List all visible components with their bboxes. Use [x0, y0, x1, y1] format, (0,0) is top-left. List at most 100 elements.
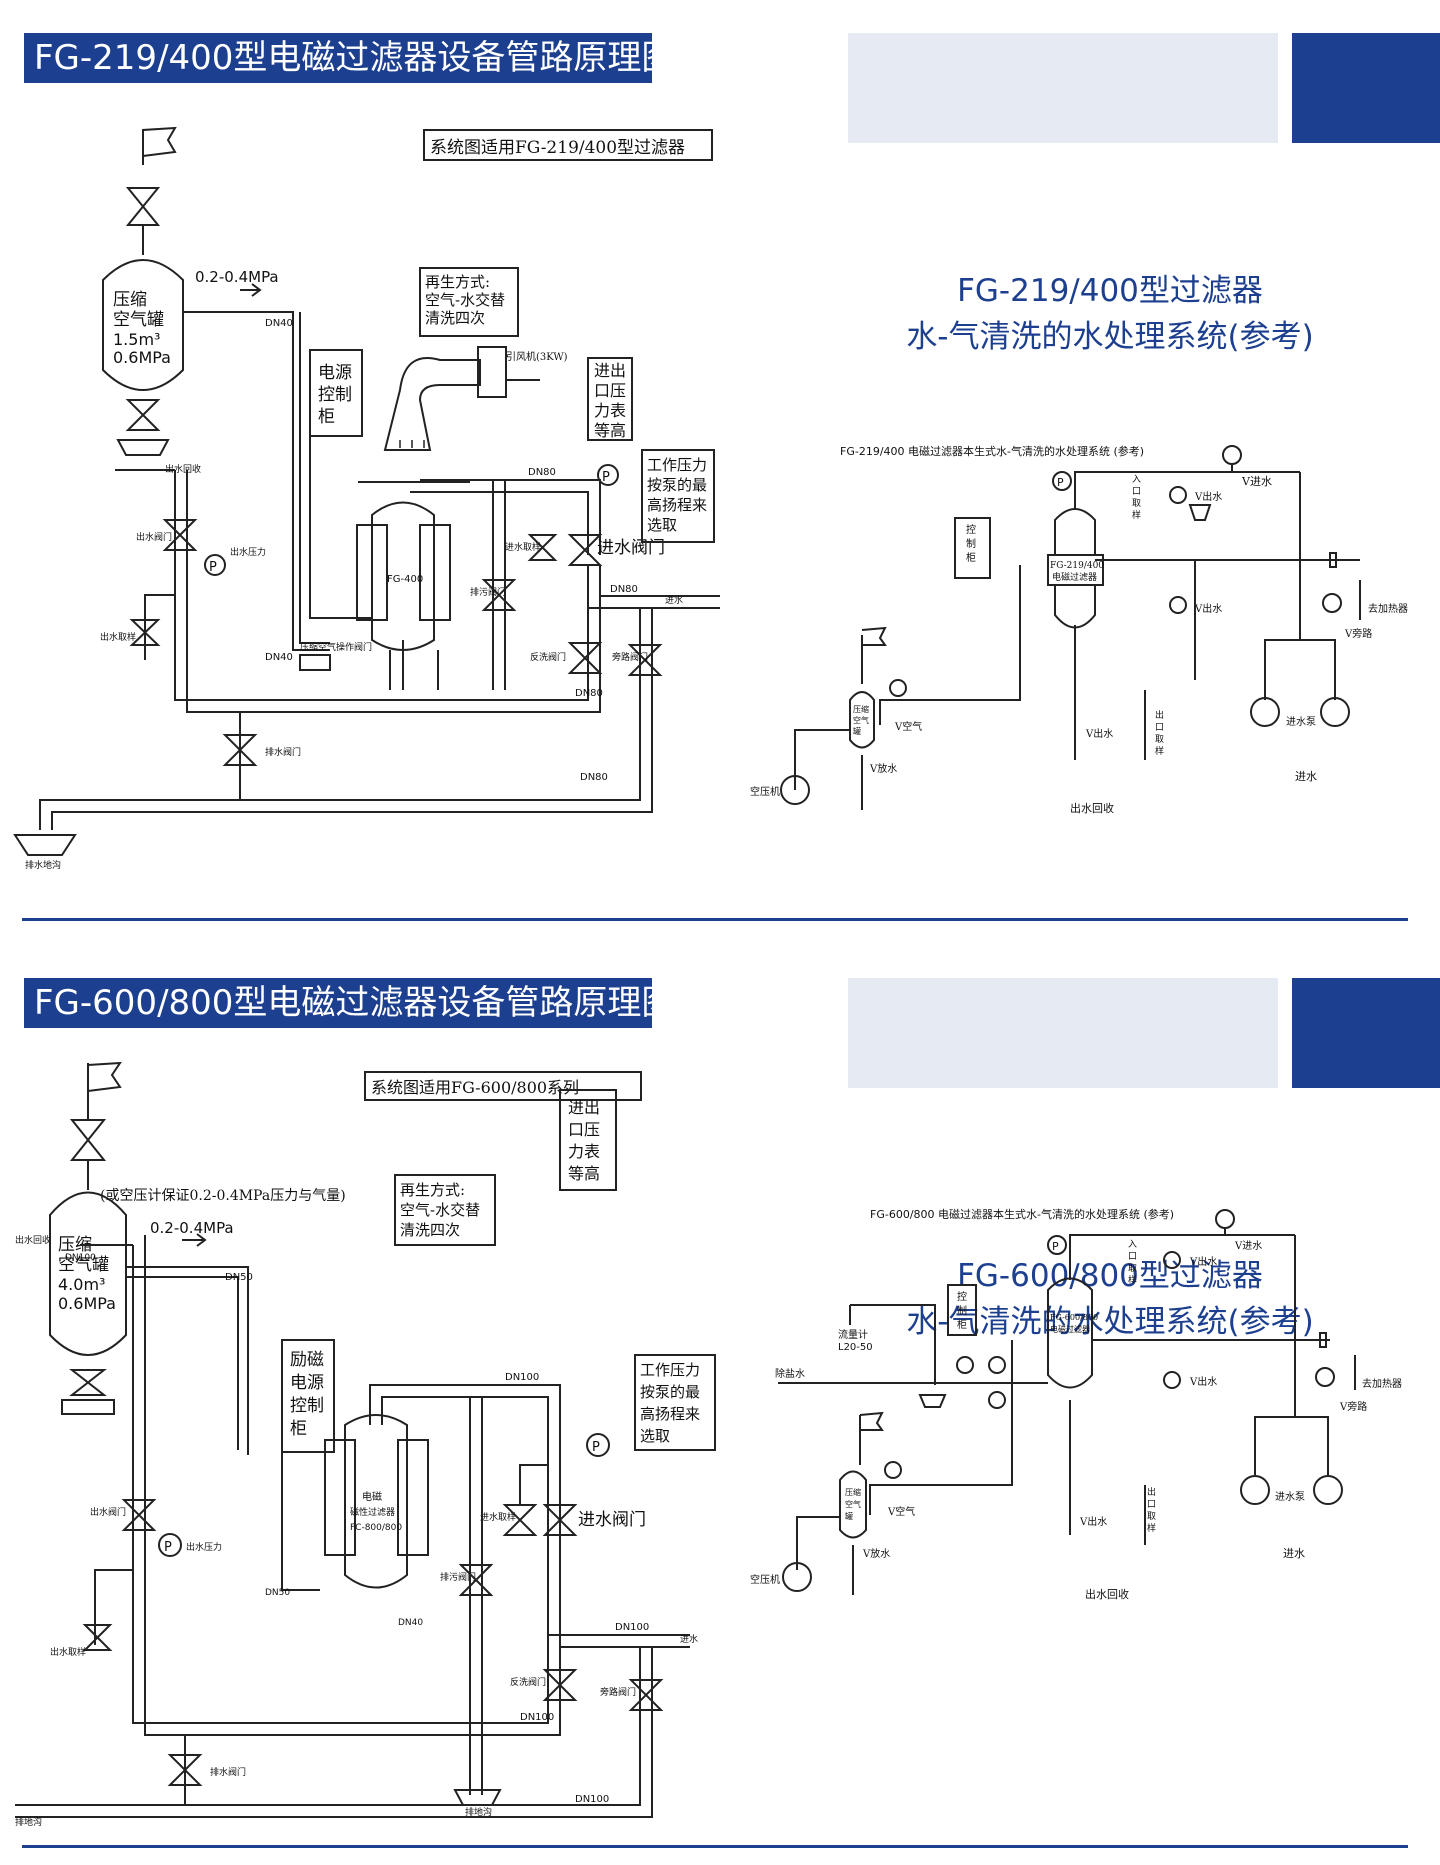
ref-label: 出水回收 — [1085, 1587, 1129, 1601]
ref-label: 样 — [1128, 1274, 1137, 1286]
arrow-right-icon — [240, 283, 262, 297]
ref-label: V空气 — [894, 720, 922, 733]
outlet-recycle-label: 出水回收 — [165, 463, 201, 475]
ref-label: 样 — [1147, 1522, 1156, 1534]
ref-label: 柜 — [966, 551, 976, 564]
tank-top-valve-icon — [125, 187, 161, 226]
pressure-text: 0.2-0.4MPa — [195, 268, 279, 286]
piping-schematic-fg600: 系统图适用FG-600/800系列 (或空压计保证0.2-0.4MPa压力与气量… — [15, 1061, 1402, 1828]
bypass-valve-label: 旁路阀门 — [612, 651, 648, 663]
outlet-sample-label: 出水取样 — [50, 1646, 86, 1658]
work-note: 按泵的最 — [640, 1383, 700, 1401]
ref-label: 除盐水 — [775, 1367, 805, 1380]
wash-valve-icon — [542, 1669, 578, 1701]
work-note: 选取 — [640, 1427, 670, 1445]
power-label: 柜 — [290, 1419, 307, 1439]
dn-label: DN40 — [398, 1618, 423, 1628]
exhaust-hood — [383, 357, 481, 451]
air-line — [183, 311, 330, 651]
power-label: 控制 — [318, 385, 352, 405]
ref-label: 制 — [966, 537, 976, 550]
dn-label: DN100 — [505, 1372, 539, 1383]
wash-valve-label: 反洗阀门 — [530, 651, 566, 663]
wash-valve-icon — [567, 642, 603, 674]
ref-meter-icon — [1315, 1367, 1335, 1387]
dn-label: DN50 — [225, 1272, 253, 1283]
ref-label: V空气 — [887, 1505, 915, 1518]
tank-label: 空气罐 — [58, 1255, 109, 1275]
tank-note: (或空压计保证0.2-0.4MPa压力与气量) — [100, 1188, 346, 1204]
ref-compressor-icon — [780, 775, 810, 805]
vent-flag-icon — [87, 1061, 122, 1092]
ref-meter-icon — [1322, 593, 1342, 613]
ref-label: 空气 — [845, 1499, 861, 1509]
power-label: 励磁 — [290, 1350, 324, 1370]
ref-pump-icon — [1320, 697, 1350, 727]
outlet-pressure-gauge-icon — [204, 554, 226, 576]
work-note: 工作压力 — [640, 1361, 700, 1379]
section-title: FG-219/400型电磁过滤器设备管路原理图 — [24, 33, 675, 83]
outlet-sample-label: 出水取样 — [100, 631, 136, 643]
ref-flag-icon — [861, 626, 887, 646]
air-tank — [49, 1191, 127, 1356]
power-label: 电源 — [318, 363, 352, 383]
flow-meter-icon — [1215, 1209, 1235, 1229]
ref-label: V出水 — [1189, 1255, 1217, 1268]
wash-valve-label: 反洗阀门 — [510, 1676, 546, 1688]
caption-line-1: FG-219/400型过滤器 — [957, 273, 1263, 309]
ref-label: 口 — [1132, 487, 1141, 497]
ref-pump-icon — [1240, 1475, 1270, 1505]
ref-label: V放水 — [862, 1547, 890, 1560]
gauge-note: 等高 — [568, 1164, 600, 1183]
dn-label: DN100 — [65, 1253, 96, 1263]
ref-label: FG-219/400 — [1050, 561, 1104, 571]
gauge-note-box — [559, 1089, 617, 1191]
air-valve-label: 压缩空气操作阀门 — [300, 641, 372, 653]
decor-block-light — [848, 33, 1278, 143]
sewage-valve-icon — [458, 1564, 494, 1596]
outlet-valve-label: 出水阀门 — [136, 531, 172, 543]
pressure-gauge-icon — [586, 1433, 610, 1457]
caption-line-2: 水-气清洗的水处理系统(参考) — [906, 319, 1314, 355]
dn-label: DN50 — [265, 1588, 290, 1598]
tank-drain-valve-icon — [69, 1369, 107, 1396]
tank-label: 压缩 — [58, 1235, 92, 1255]
magnet-coil-left — [324, 1439, 356, 1556]
ref-label: V出水 — [1079, 1515, 1107, 1528]
regen-note-box — [394, 1174, 496, 1246]
power-label: 电源 — [290, 1373, 324, 1393]
filter-label: 磁性过滤器 — [350, 1506, 395, 1518]
section-fg600: FG-600/800型电磁过滤器设备管路原理图 FG-600/800型过滤器 水… — [0, 945, 1440, 1865]
ref-label: 流量计 — [838, 1328, 868, 1341]
svg-text:P: P — [1057, 476, 1064, 489]
tank-pressure: 0.6MPa — [113, 348, 171, 367]
inlet-valve-icon — [567, 534, 603, 566]
ref-flag-icon — [859, 1411, 884, 1431]
bypass-valve-icon — [628, 1679, 664, 1711]
svg-text:P: P — [164, 1540, 172, 1555]
ref-label: 进水 — [1283, 1547, 1305, 1560]
power-control-box — [281, 1339, 335, 1453]
ref-label: V出水 — [1189, 1375, 1217, 1388]
tank-pressure: 0.6MPa — [58, 1294, 116, 1313]
ref-label: 进水 — [1295, 770, 1317, 783]
inlet-water-label: 进水 — [680, 1633, 698, 1645]
dn-label: DN100 — [520, 1712, 554, 1723]
dn-label: DN80 — [580, 772, 608, 783]
dn-label: DN80 — [575, 688, 603, 699]
outlet-valve-icon — [121, 1499, 157, 1531]
ref-label: 出 — [1147, 1486, 1156, 1498]
gauge-note: 力表 — [594, 401, 626, 420]
drain-valve-icon — [222, 734, 258, 766]
filter-vessel — [371, 501, 435, 651]
outlet-pressure-gauge-icon — [158, 1533, 182, 1557]
regen-note-box — [419, 267, 519, 337]
ref-label: 空气 — [853, 715, 869, 725]
ref-header: FG-219/400 电磁过滤器本生式水-气清洗的水处理系统 (参考) — [840, 444, 1144, 458]
outlet-valve-label: 出水阀门 — [90, 1506, 126, 1518]
work-note: 高扬程来 — [647, 496, 707, 514]
ref-label: V放水 — [869, 762, 897, 775]
ref-label: 取 — [1147, 1511, 1156, 1522]
decor-block-light — [848, 978, 1278, 1088]
ref-pump-icon — [1163, 1371, 1181, 1389]
